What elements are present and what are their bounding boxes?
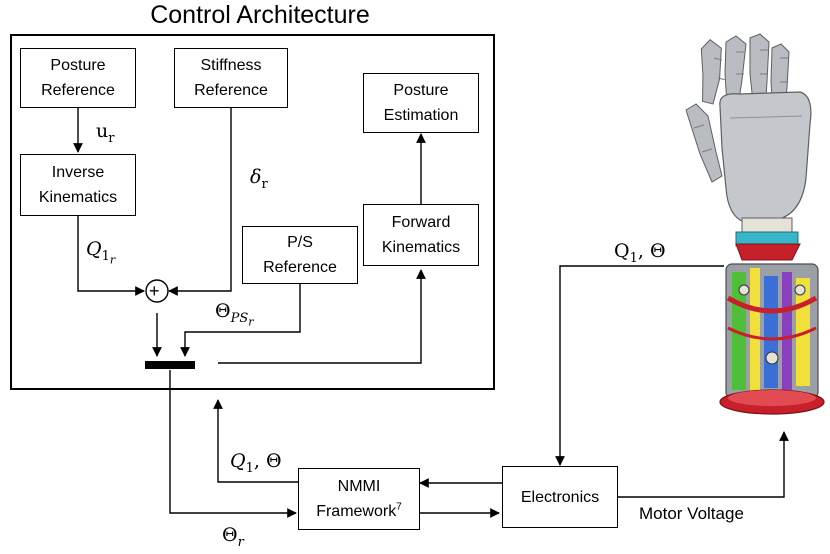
nmmi-footnote: 7	[396, 501, 402, 513]
arrow-electronics-to-hand	[618, 431, 789, 498]
nmmi-line2: Framework7	[316, 499, 402, 524]
u-r-sub: r	[108, 130, 115, 146]
arrow-ps-to-mux	[180, 284, 301, 357]
arrow-mux-to-nmmi	[169, 370, 297, 518]
label-theta-r: Θr	[222, 524, 244, 550]
label-theta-psr: ΘPSr	[215, 300, 254, 328]
posture-reference-box: Posture Reference	[20, 48, 136, 108]
q1r-subsub: r	[109, 253, 116, 267]
stiffness-reference-box: Stiffness Reference	[174, 48, 288, 108]
posture-estimation-box: Posture Estimation	[363, 73, 479, 133]
delta-r-base: δ	[250, 166, 262, 188]
forward-kinematics-box: Forward Kinematics	[363, 204, 479, 266]
arrow-hand-to-electronics	[555, 265, 724, 466]
theta-psr-base: Θ	[215, 300, 231, 322]
label-q1-theta-hand: Q1, Θ	[614, 240, 666, 266]
u-r-base: u	[96, 120, 109, 142]
theta-r-base: Θ	[222, 524, 238, 546]
electronics-box: Electronics	[502, 466, 618, 528]
q1-theta-hand-base: Q	[614, 240, 630, 262]
arrow-ik-to-sum	[77, 216, 145, 296]
arrow-feedback-to-fk	[218, 269, 426, 364]
delta-r-sub: r	[261, 176, 268, 192]
label-q1-theta-nmmi: Q1, Θ	[230, 450, 282, 476]
ps-reference-box: P/S Reference	[242, 226, 358, 284]
nmmi-line1: NMMI	[337, 478, 381, 495]
label-delta-r: δr	[250, 166, 268, 192]
q1-theta-nmmi-rest: , Θ	[253, 450, 282, 472]
q1-theta-hand-rest: , Θ	[637, 240, 666, 262]
label-motor-voltage: Motor Voltage	[639, 504, 744, 523]
theta-psr-sub: PS	[230, 310, 249, 326]
nmmi-framework-word: Framework	[316, 503, 397, 520]
q1r-sub: 1	[101, 248, 110, 264]
q1-theta-nmmi-sub: 1	[245, 460, 254, 476]
robotic-hand-icon	[685, 33, 825, 415]
multiplexer-bar	[145, 361, 195, 369]
arrow-nmmi-to-controller	[213, 399, 298, 483]
inverse-kinematics-box: Inverse Kinematics	[20, 154, 136, 216]
summation-plus: +	[149, 281, 160, 301]
arrow-stiffness-to-sum	[168, 108, 232, 296]
control-architecture-frame	[10, 34, 495, 390]
label-u-r: ur	[96, 120, 114, 146]
q1r-base: Q	[86, 238, 102, 260]
nmmi-framework-box: NMMI Framework7	[298, 468, 420, 530]
diagram-title: Control Architecture	[150, 1, 370, 29]
label-q1r: Q1r	[86, 238, 115, 266]
q1-theta-hand-sub: 1	[629, 250, 638, 266]
q1-theta-nmmi-base: Q	[230, 450, 246, 472]
summation-node	[145, 279, 169, 303]
theta-psr-subsub: r	[248, 315, 254, 329]
theta-r-sub: r	[237, 534, 244, 550]
